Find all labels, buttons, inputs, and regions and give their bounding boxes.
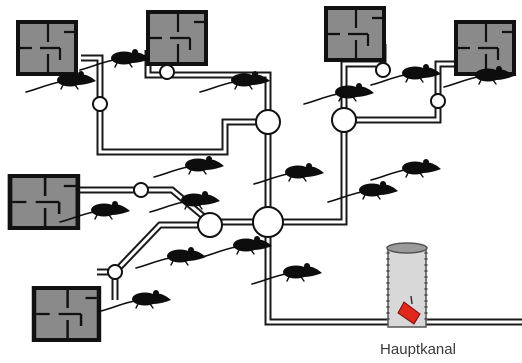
sewer-trap-icon bbox=[386, 242, 428, 328]
rat-icon bbox=[201, 235, 273, 258]
floor-plan-icon bbox=[34, 288, 99, 340]
manhole-icon bbox=[197, 212, 223, 238]
manhole-icon bbox=[252, 206, 284, 238]
manhole-icon bbox=[92, 96, 108, 112]
house-top-center bbox=[146, 10, 208, 66]
manhole-icon bbox=[430, 93, 446, 109]
floor-plan-icon bbox=[324, 6, 386, 62]
house-top-left bbox=[16, 20, 78, 76]
rat-icon bbox=[251, 262, 323, 285]
rat-icon bbox=[149, 190, 221, 213]
main-channel-label: Hauptkanal bbox=[380, 341, 456, 358]
house-top-right-b bbox=[454, 20, 516, 76]
floor-plan-icon bbox=[16, 20, 78, 76]
rat-icon bbox=[135, 246, 207, 269]
floor-plan-icon bbox=[146, 10, 208, 66]
manhole-icon bbox=[331, 107, 357, 133]
house-top-right-a bbox=[324, 6, 386, 62]
house-bottom-left bbox=[34, 288, 99, 340]
manhole-icon bbox=[375, 62, 391, 78]
rat-icon bbox=[153, 155, 225, 178]
manhole-icon bbox=[107, 264, 123, 280]
rat-icon bbox=[370, 158, 442, 181]
rat-icon bbox=[303, 82, 375, 105]
manhole-icon bbox=[159, 64, 175, 80]
manhole-icon bbox=[133, 182, 149, 198]
floor-plan-icon bbox=[454, 20, 516, 76]
junctions bbox=[92, 62, 446, 280]
manhole-icon bbox=[255, 109, 281, 135]
rat-icon bbox=[327, 180, 399, 203]
